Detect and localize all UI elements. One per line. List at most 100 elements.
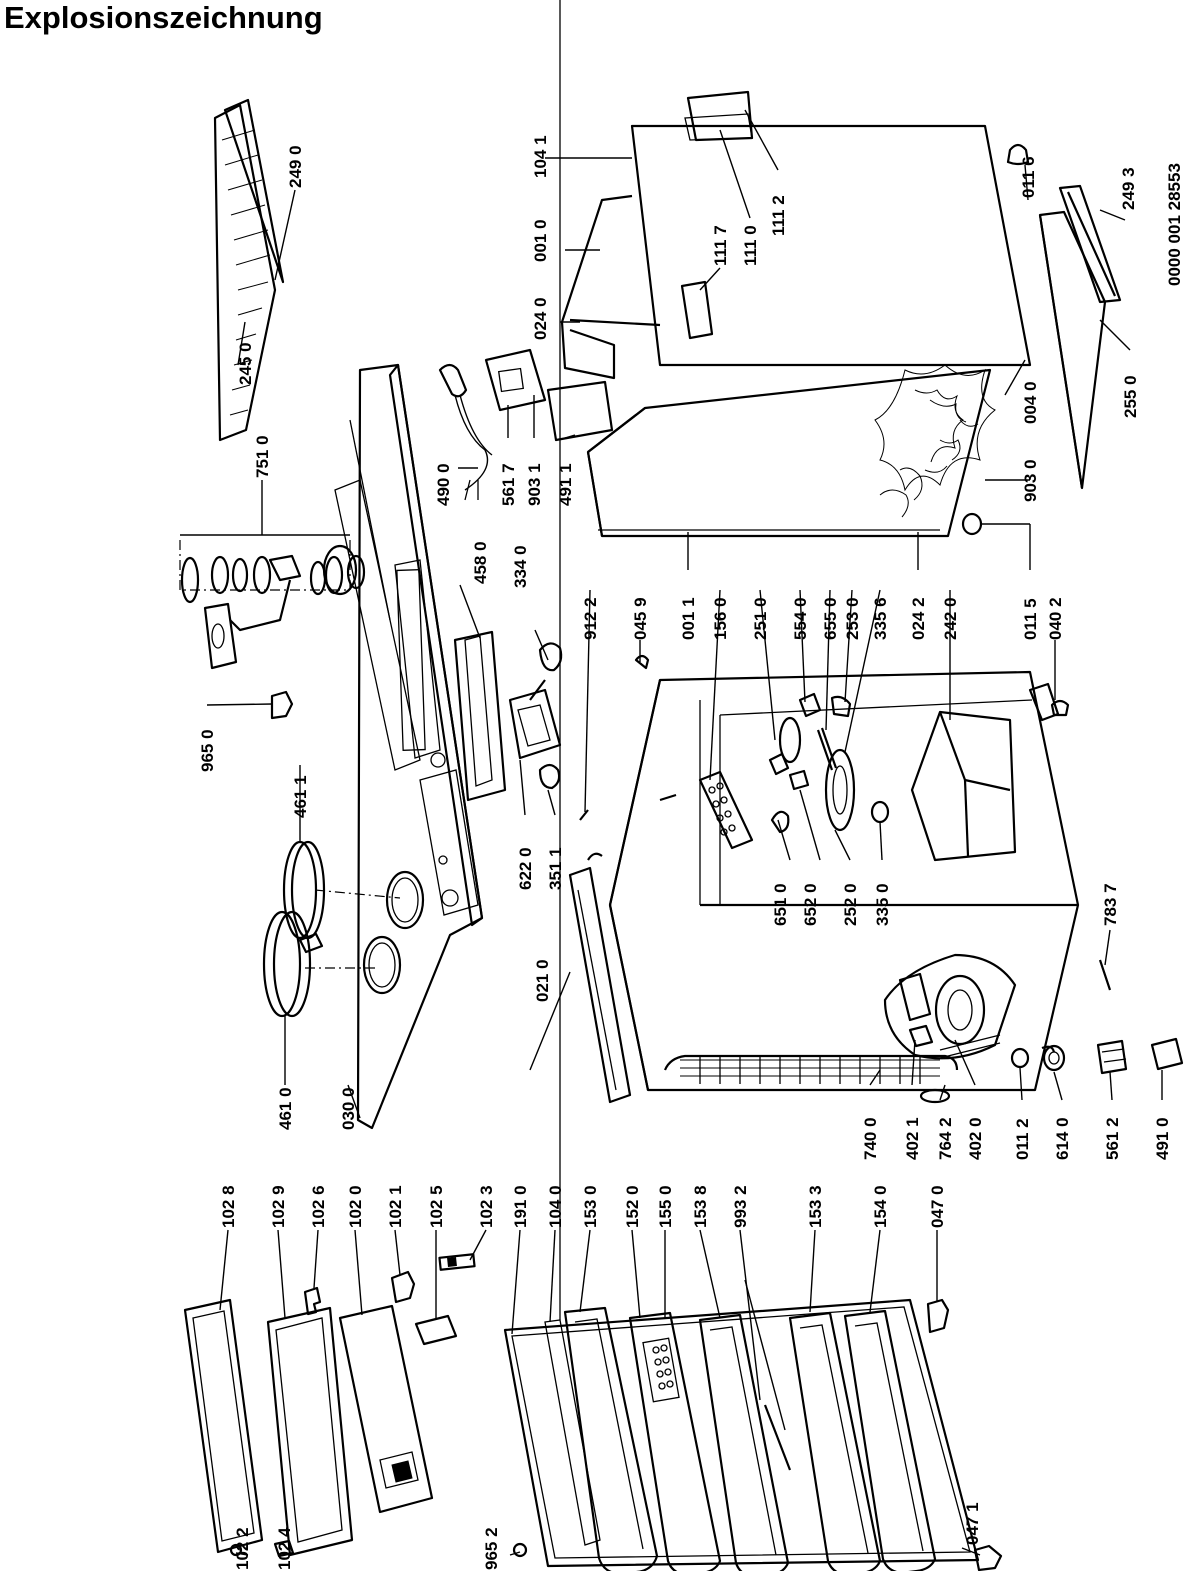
part-label: 153 3 (806, 1185, 825, 1228)
lamp-cover-drawing (778, 716, 802, 764)
control-knob-drawing (270, 690, 294, 720)
part-label: 040 2 (1046, 597, 1065, 640)
part-label: 102 6 (309, 1185, 328, 1228)
part-label: 251 0 (751, 597, 770, 640)
electrics-drawing (438, 348, 614, 501)
part-label: 903 1 (525, 463, 544, 506)
part-label: 152 0 (623, 1185, 642, 1228)
part-label: 102 2 (233, 1527, 252, 1570)
part-label: 993 2 (731, 1185, 750, 1228)
part-label: 253 0 (843, 597, 862, 640)
plate-drawing (414, 1314, 458, 1346)
part-label: 490 0 (434, 463, 453, 506)
clip-drawing (273, 1539, 295, 1558)
ice-tray-drawing (698, 770, 754, 850)
condenser-drawing (663, 1054, 959, 1104)
part-label: 402 0 (966, 1117, 985, 1160)
thermostat-drawing (508, 679, 562, 760)
shelf-rail-drawing (568, 866, 632, 1104)
compressor-drawing (883, 953, 1017, 1060)
part-label: 334 0 (511, 545, 530, 588)
part-label: 011 5 (1021, 598, 1040, 640)
part-label: 249 3 (1119, 167, 1138, 210)
cover-drawing (680, 280, 714, 340)
part-label: 351 1 (546, 847, 565, 890)
part-label: 156 0 (711, 597, 730, 640)
part-label: 458 0 (471, 541, 490, 584)
part-label: 102 0 (346, 1185, 365, 1228)
part-label: 102 5 (427, 1185, 446, 1228)
worktop-assembly (179, 98, 589, 1130)
screw-drawing (579, 809, 589, 821)
door-gasket-drawing (183, 1298, 264, 1554)
part-label: 102 1 (386, 1185, 405, 1228)
part-label: 242 0 (941, 597, 960, 640)
part-label: 153 0 (581, 1185, 600, 1228)
part-label: 155 0 (656, 1185, 675, 1228)
part-label: 614 0 (1053, 1117, 1072, 1160)
cabinet-shell-drawing (586, 368, 992, 538)
part-label: 655 0 (821, 597, 840, 640)
cabinet-panels (560, 90, 1122, 538)
inner-frame-drawing (266, 1306, 354, 1557)
part-label: 740 0 (861, 1117, 880, 1160)
part-label: 111 0 (741, 225, 760, 266)
foot-drawing (926, 1298, 950, 1334)
side-panel-drawing (630, 124, 1032, 367)
part-label: 001 0 (531, 219, 550, 262)
part-label: 102 3 (477, 1185, 496, 1228)
part-label: 461 1 (291, 775, 310, 818)
part-label: 255 0 (1121, 375, 1140, 418)
part-label: 047 0 (928, 1185, 947, 1228)
cabinet-body (568, 654, 1184, 1104)
thermometer-drawing (744, 1279, 786, 1431)
part-label: 111 2 (769, 195, 788, 236)
part-label: 912 2 (581, 597, 600, 640)
part-label: 102 8 (219, 1185, 238, 1228)
part-label: 491 1 (556, 463, 575, 506)
part-label: 111 7 (711, 225, 730, 266)
door-shelves-drawing (563, 1306, 937, 1571)
part-label: 764 2 (936, 1117, 955, 1160)
part-label: 024 0 (531, 297, 550, 340)
part-label: 402 1 (903, 1117, 922, 1160)
part-label: 554 0 (791, 597, 810, 640)
part-label: 021 0 (533, 959, 552, 1002)
hotplate-drawing (262, 840, 401, 1018)
part-label: 153 8 (691, 1185, 710, 1228)
part-label: 561 2 (1103, 1117, 1122, 1160)
burner-set-drawing (179, 540, 366, 670)
part-label: 030 0 (339, 1087, 358, 1130)
page-title: Explosionszeichnung (4, 0, 323, 35)
part-label: 965 0 (198, 729, 217, 772)
part-label: 001 1 (679, 597, 698, 640)
part-label: 461 0 (276, 1087, 295, 1130)
insulation-drawing (874, 364, 996, 518)
part-label: 045 9 (631, 597, 650, 640)
leader-lines (180, 109, 1163, 1556)
part-label: 011 2 (1013, 1118, 1032, 1160)
part-label: 751 0 (253, 435, 272, 478)
part-label: 965 2 (482, 1527, 501, 1570)
bracket-drawing (303, 1286, 322, 1316)
part-label: 561 7 (499, 463, 518, 506)
hinge-piece-drawing (390, 1270, 416, 1304)
part-label: 104 0 (546, 1185, 565, 1228)
crisper-box-drawing (910, 710, 1017, 862)
thermostat-knob-drawing (538, 642, 563, 672)
part-label: 245 0 (236, 342, 255, 385)
part-label: 191 0 (511, 1185, 530, 1228)
part-label: 154 0 (871, 1185, 890, 1228)
lamp-drawing (538, 763, 561, 790)
wire-shelf-drawing (213, 98, 285, 442)
part-label: 252 0 (841, 883, 860, 926)
part-label: 335 0 (873, 883, 892, 926)
handle-bar-drawing (438, 1253, 476, 1271)
part-label: 011 6 (1019, 156, 1038, 198)
part-label: 102 4 (275, 1527, 294, 1570)
document-number: 0000 001 28553 (1165, 163, 1184, 286)
cabinet-box-drawing (608, 670, 1080, 1092)
part-label: 335 6 (871, 597, 890, 640)
worktop-drawing (322, 363, 484, 1130)
